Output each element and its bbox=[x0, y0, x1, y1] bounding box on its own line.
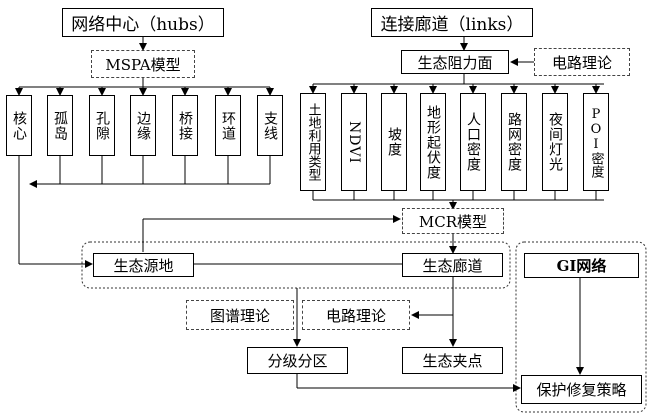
core-group-outline bbox=[81, 241, 511, 289]
hub-element-islet: 孤岛 bbox=[47, 95, 73, 156]
factor-population: 人口密度 bbox=[460, 93, 486, 191]
factor-relief: 地形起伏度 bbox=[420, 93, 446, 191]
mcr-model: MCR模型 bbox=[402, 208, 504, 234]
gi-group-outline bbox=[515, 241, 647, 413]
grading-zoning: 分级分区 bbox=[247, 347, 348, 374]
factor-ndvi: NDVI bbox=[341, 93, 367, 191]
factor-night-light: 夜间灯光 bbox=[542, 93, 568, 191]
resistance-surface: 生态阻力面 bbox=[401, 50, 509, 74]
hub-element-perforation: 孔隙 bbox=[89, 95, 115, 156]
graph-theory: 图谱理论 bbox=[186, 300, 294, 330]
factor-slope: 坡度 bbox=[381, 93, 407, 191]
hubs-title: 网络中心（hubs） bbox=[62, 8, 224, 37]
hub-element-edge: 边缘 bbox=[130, 95, 156, 156]
ecological-pinch-point: 生态夹点 bbox=[402, 347, 503, 374]
protection-restoration-strategy: 保护修复策略 bbox=[521, 375, 642, 404]
hub-element-loop: 环道 bbox=[215, 95, 241, 156]
connectors bbox=[15, 37, 604, 392]
mspa-model: MSPA模型 bbox=[91, 50, 195, 78]
circuit-theory-bottom: 电路理论 bbox=[302, 300, 410, 330]
gi-network: GI网络 bbox=[524, 253, 639, 278]
hub-element-branch: 支线 bbox=[257, 95, 283, 156]
hub-element-bridge: 桥接 bbox=[172, 95, 198, 156]
factor-poi: POI密度 bbox=[583, 93, 609, 191]
links-title: 连接廊道（links） bbox=[371, 8, 533, 37]
factor-landuse: 土地利用类型 bbox=[300, 93, 326, 191]
hub-element-core: 核心 bbox=[6, 95, 32, 156]
ecological-source: 生态源地 bbox=[93, 253, 194, 277]
factor-road-density: 路网密度 bbox=[501, 93, 527, 191]
ecological-corridor: 生态廊道 bbox=[402, 253, 503, 277]
circuit-theory-top: 电路理论 bbox=[534, 48, 630, 76]
